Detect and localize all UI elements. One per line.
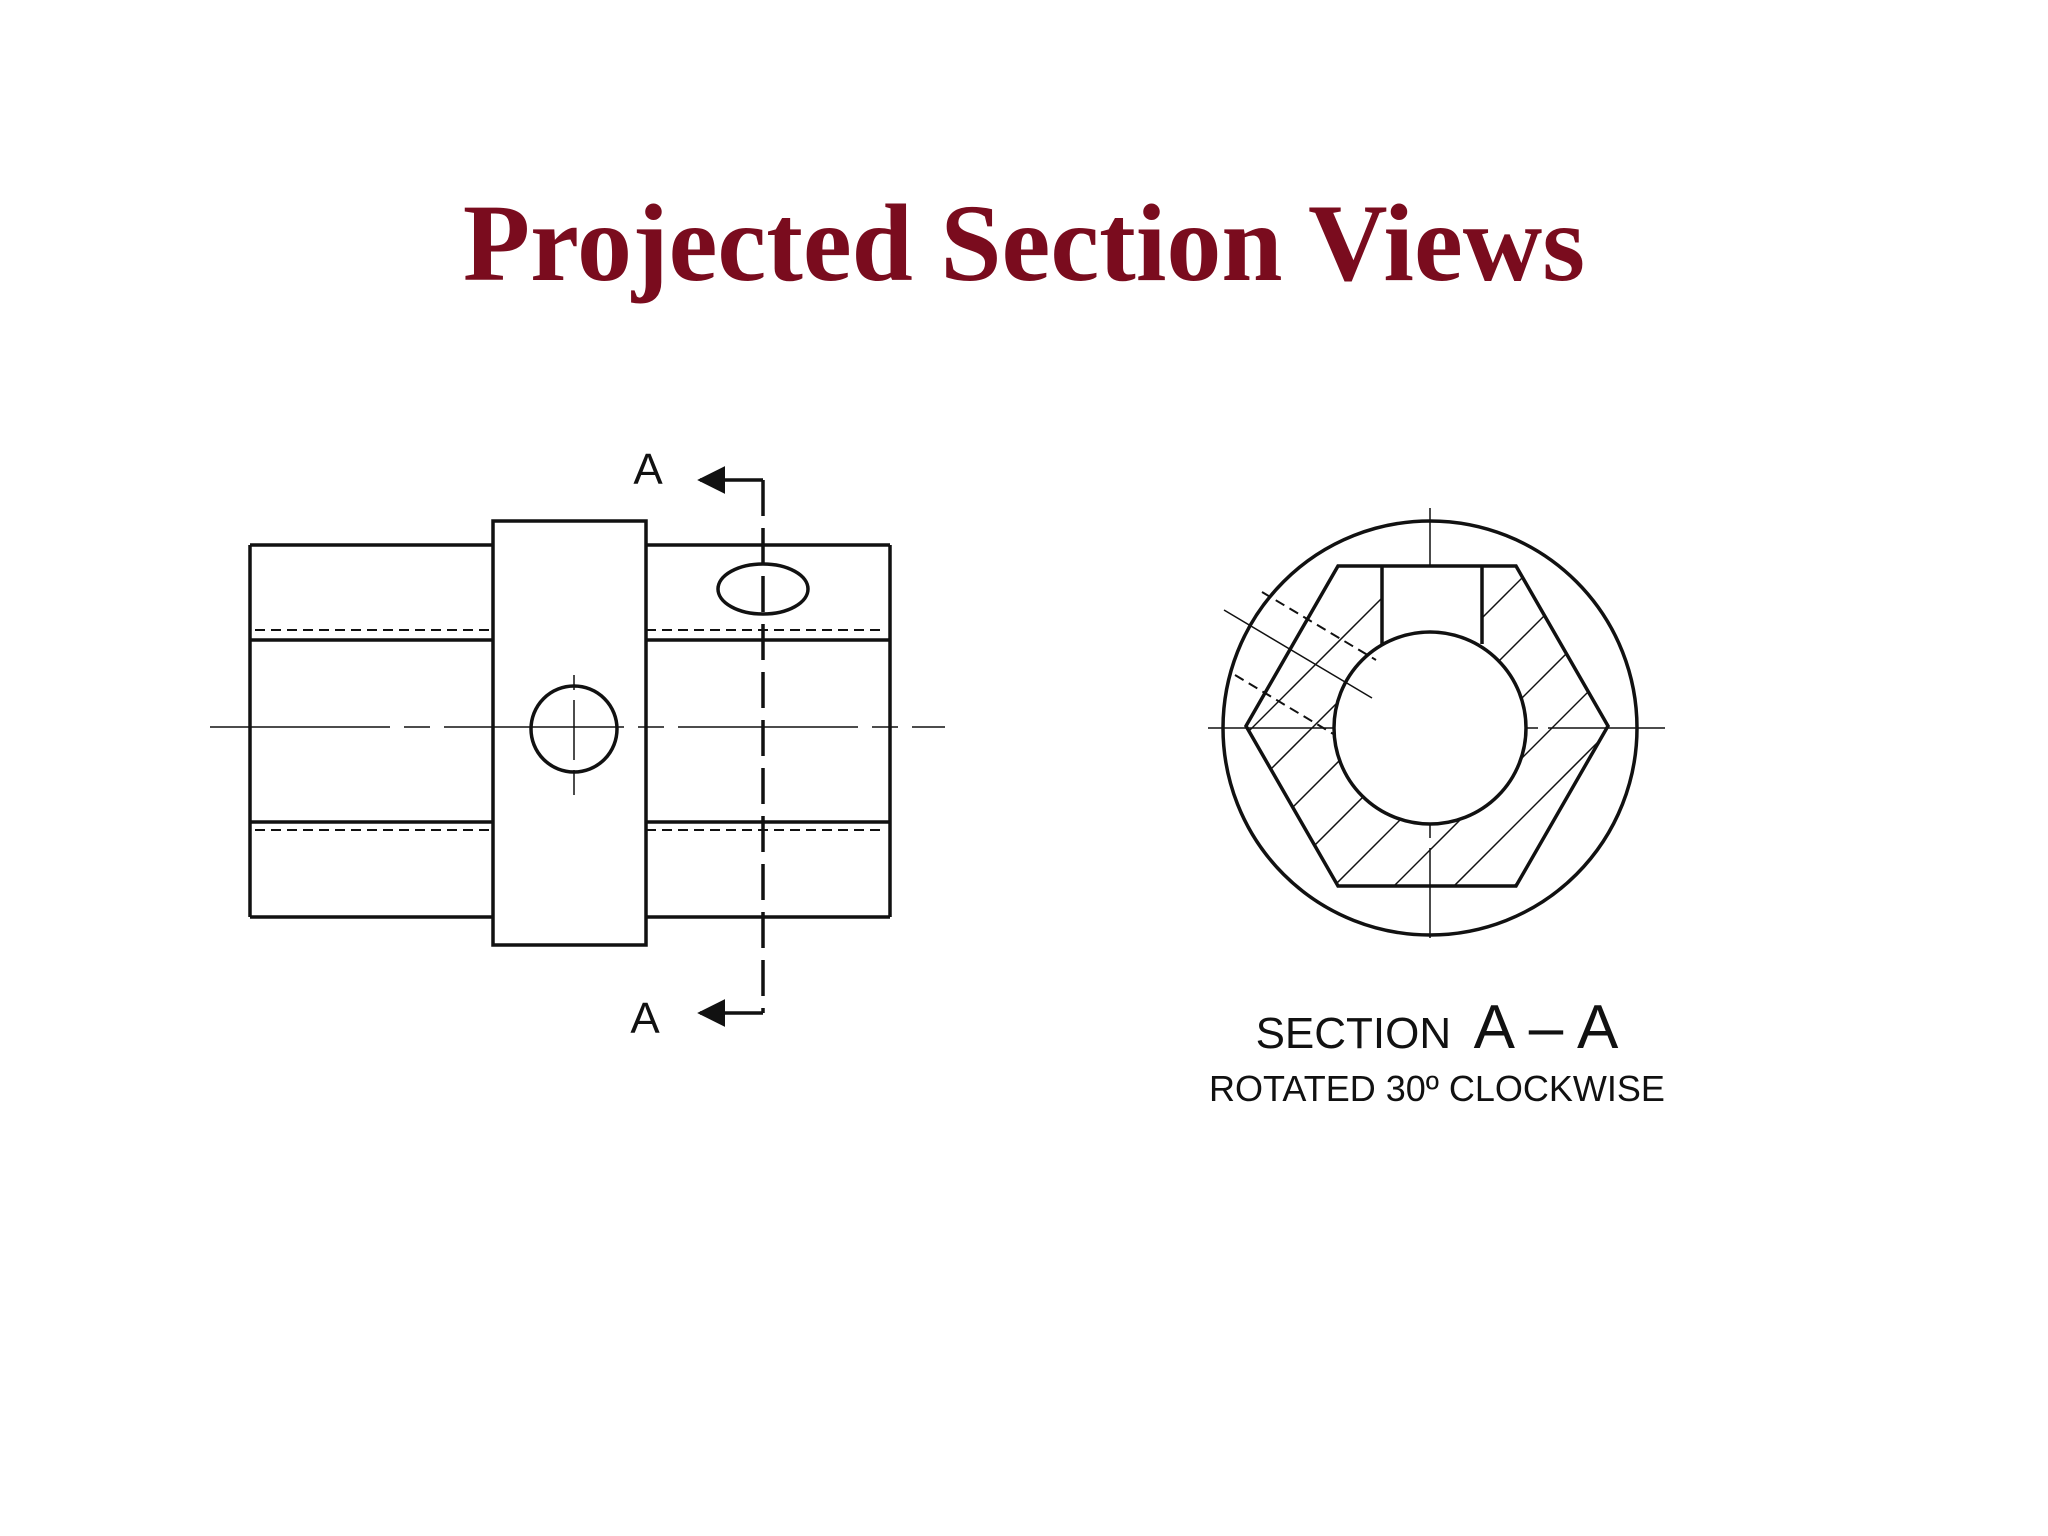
cutting-plane-line	[697, 466, 765, 1027]
cutting-plane-label-bottom: A	[630, 994, 660, 1043]
outer-circle	[1221, 519, 1639, 937]
front-view	[210, 466, 945, 1027]
section-caption-note: ROTATED 30º CLOCKWISE	[1209, 1068, 1665, 1109]
section-caption-id: A – A	[1474, 993, 1619, 1062]
section-view	[1208, 508, 1665, 938]
right-shaft	[646, 543, 892, 919]
left-shaft	[248, 543, 493, 919]
hex-outline	[1243, 564, 1611, 888]
radial-hole-centerline	[1223, 609, 1373, 699]
bore-circle	[1332, 630, 1528, 826]
right-hidden-lines	[646, 629, 885, 831]
section-caption: SECTION A – A	[1256, 993, 1619, 1062]
left-hidden-lines	[255, 629, 493, 831]
keyway	[1380, 566, 1484, 644]
collar	[491, 519, 648, 947]
radial-hole-hidden	[1234, 591, 1377, 736]
cutting-plane-label-top: A	[633, 445, 663, 494]
slide-title: Projected Section Views	[462, 182, 1586, 304]
section-caption-prefix: SECTION	[1256, 1009, 1452, 1058]
